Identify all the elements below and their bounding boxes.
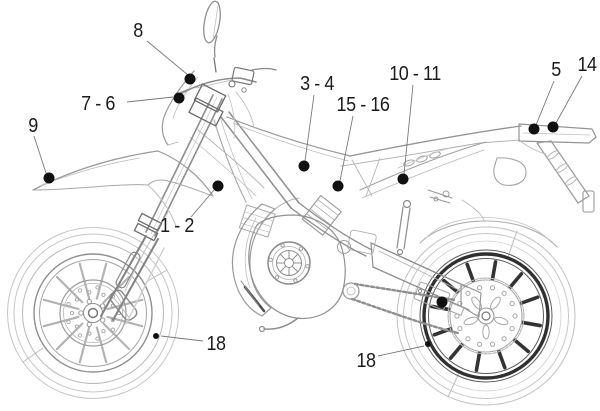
callout-leader-15-16: [339, 115, 354, 182]
callout-dot-15-16: [332, 180, 344, 192]
callout-label-8: 8: [133, 20, 143, 42]
front-fork: [87, 94, 223, 325]
callout-dot-5: [528, 123, 540, 135]
rear-shock: [396, 199, 412, 256]
callout-label-3-4: 3 - 4: [300, 73, 334, 95]
callout-leader-10-11: [403, 84, 414, 175]
fork-reflector: [115, 251, 141, 289]
callout-label-1-2: 1 - 2: [160, 215, 194, 237]
callout-dot-18-front: [153, 333, 159, 339]
callout-leader-3-4: [304, 94, 315, 162]
callout-dot-9: [43, 172, 55, 184]
front-axle: [87, 307, 99, 319]
rear-wheel: [396, 226, 576, 406]
callout-dot-18-rear: [425, 341, 431, 347]
callout-dot-8: [184, 73, 196, 85]
swingarm-dot: [436, 296, 448, 308]
tail-section: [493, 123, 597, 213]
callout-label-14: 14: [577, 54, 597, 76]
callout-leader-1-2: [190, 189, 215, 218]
callout-dot-7-6: [173, 92, 185, 104]
callout-leader-7-6: [126, 96, 174, 103]
cylinder: [301, 194, 342, 236]
front-fender: [32, 150, 214, 227]
callout-dot-10-11: [397, 173, 409, 185]
callout-label-18-front: 18: [206, 333, 226, 355]
callout-dot-3-4: [298, 160, 310, 172]
callout-leader-14: [555, 75, 583, 124]
callout-label-9: 9: [28, 115, 38, 137]
callout-label-10-11: 10 - 11: [389, 63, 441, 85]
callout-dot-14: [547, 121, 559, 133]
rear-inner-fender: [419, 217, 558, 248]
callout-leader-9: [33, 135, 47, 174]
callout-label-15-16: 15 - 16: [336, 94, 390, 116]
brake-lever: [251, 67, 277, 71]
side-panel-vents: [403, 151, 441, 167]
handlebar-controls: [179, 66, 277, 139]
callout-label-18-rear: 18: [356, 350, 376, 372]
rear-sprocket: [447, 277, 525, 355]
callout-leader-5: [535, 80, 555, 126]
callout-leader-18-rear: [377, 345, 425, 357]
callout-label-5: 5: [551, 59, 561, 81]
frame-bodywork: [189, 111, 522, 257]
callout-leader-18-front: [160, 335, 204, 342]
rear-view-mirror: [203, 0, 221, 73]
swingarm: [370, 242, 482, 318]
callout-dot-1-2: [212, 180, 224, 192]
flywheel-fins: [276, 250, 302, 276]
callout-label-7-6: 7 - 6: [81, 93, 115, 115]
callout-leader-8: [146, 40, 189, 76]
